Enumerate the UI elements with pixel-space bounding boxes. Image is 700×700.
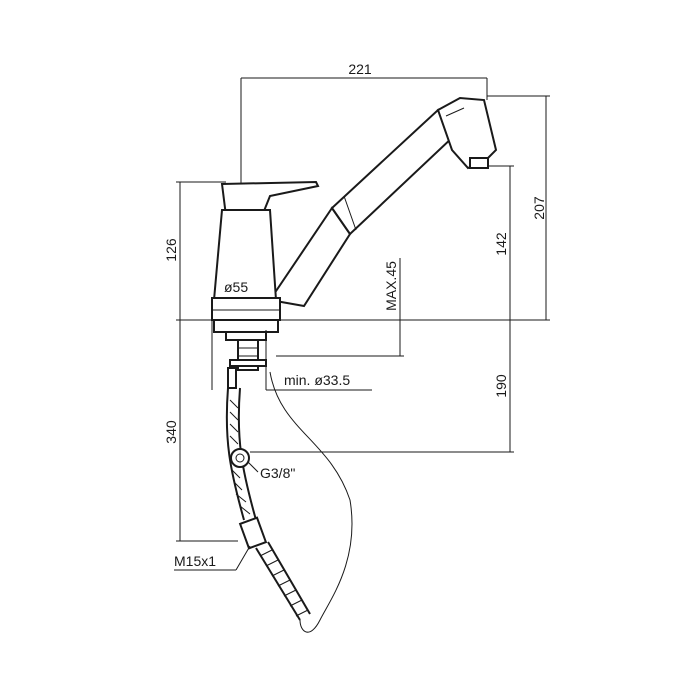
mounting-base bbox=[211, 297, 281, 390]
dimension-340: 340 bbox=[163, 320, 236, 542]
dimension-max45: MAX.45 bbox=[276, 258, 404, 357]
dimension-340-label: 340 bbox=[163, 420, 179, 444]
dimension-connector-label: M15x1 bbox=[174, 553, 216, 569]
dimension-207: 207 bbox=[487, 95, 550, 320]
dimension-221-label: 221 bbox=[348, 61, 372, 77]
dimension-thread-label: G3/8" bbox=[260, 465, 295, 481]
spout bbox=[268, 96, 498, 308]
pullout-hose bbox=[255, 371, 353, 633]
hose-connector bbox=[232, 516, 268, 550]
dimension-126-label: 126 bbox=[163, 238, 179, 262]
dimension-190: 190 bbox=[250, 320, 514, 453]
dimension-142: 142 bbox=[468, 165, 514, 320]
dimension-hole-diameter-label: min. ø33.5 bbox=[284, 372, 350, 388]
dimension-max45-label: MAX.45 bbox=[383, 261, 399, 311]
dimension-126: 126 bbox=[163, 181, 226, 320]
dimension-142-label: 142 bbox=[493, 232, 509, 256]
supply-hose bbox=[225, 387, 259, 521]
hose-fitting-circle bbox=[230, 448, 250, 468]
dimension-207-label: 207 bbox=[531, 196, 547, 220]
dimension-221: 221 bbox=[240, 61, 488, 186]
dimension-190-label: 190 bbox=[493, 374, 509, 398]
dimension-hole-diameter: min. ø33.5 bbox=[266, 372, 372, 391]
dimension-body-diameter-label: ø55 bbox=[224, 279, 248, 295]
